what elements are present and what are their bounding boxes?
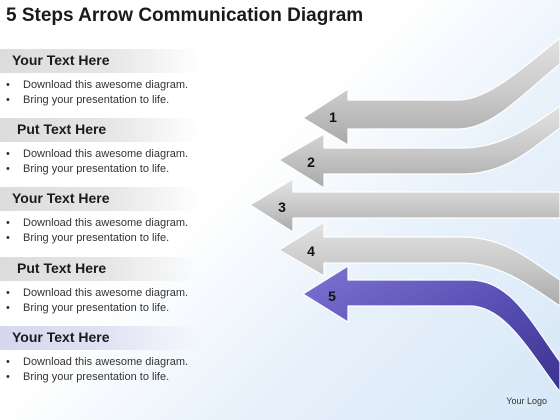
step-title-1: Your Text Here bbox=[12, 52, 110, 68]
bullet-dot: • bbox=[6, 163, 10, 175]
bullet-text: Download this awesome diagram. bbox=[23, 148, 189, 160]
bullet-dot: • bbox=[6, 79, 10, 91]
step-header-5 bbox=[0, 326, 200, 350]
step-2-bullet-1: • Download this awesome diagram. bbox=[6, 148, 188, 160]
arrow-2-shape bbox=[278, 105, 560, 189]
step-5-bullet-2: • Bring your presentation to life. bbox=[6, 371, 169, 383]
bullet-text: Download this awesome diagram. bbox=[23, 287, 189, 299]
arrow-1-number: 1 bbox=[329, 109, 337, 125]
step-3-bullet-2: • Bring your presentation to life. bbox=[6, 232, 169, 244]
bullet-dot: • bbox=[6, 148, 10, 160]
arrow-3-shape bbox=[249, 178, 560, 233]
bullet-text: Download this awesome diagram. bbox=[23, 356, 189, 368]
step-4-bullet-1: • Download this awesome diagram. bbox=[6, 287, 188, 299]
bullet-text: Download this awesome diagram. bbox=[23, 79, 189, 91]
arrow-5: 5 bbox=[302, 265, 560, 393]
step-header-2 bbox=[0, 118, 200, 142]
step-header-3 bbox=[0, 187, 200, 211]
step-header-4 bbox=[0, 257, 200, 281]
step-header-1 bbox=[0, 49, 200, 73]
bullet-dot: • bbox=[6, 371, 10, 383]
bullet-text: Bring your presentation to life. bbox=[23, 163, 170, 175]
arrow-3: 3 bbox=[249, 178, 560, 233]
arrow-3-number: 3 bbox=[278, 199, 286, 215]
step-title-4: Put Text Here bbox=[17, 260, 107, 276]
arrow-5-number: 5 bbox=[328, 288, 336, 304]
arrow-2: 2 bbox=[278, 105, 560, 189]
arrow-4-number: 4 bbox=[307, 243, 315, 259]
arrow-1: 1 bbox=[302, 37, 560, 146]
bullet-dot: • bbox=[6, 287, 10, 299]
step-title-3: Your Text Here bbox=[12, 190, 110, 206]
step-5-bullet-1: • Download this awesome diagram. bbox=[6, 356, 188, 368]
step-title-5: Your Text Here bbox=[12, 329, 110, 345]
step-4-bullet-2: • Bring your presentation to life. bbox=[6, 302, 169, 314]
bullet-text: Bring your presentation to life. bbox=[23, 371, 170, 383]
page-title: 5 Steps Arrow Communication Diagram bbox=[6, 5, 364, 26]
bullet-text: Download this awesome diagram. bbox=[23, 217, 189, 229]
step-1-bullet-1: • Download this awesome diagram. bbox=[6, 79, 188, 91]
step-2-bullet-2: • Bring your presentation to life. bbox=[6, 163, 169, 175]
arrow-4: 4 bbox=[278, 221, 560, 307]
step-title-2: Put Text Here bbox=[17, 121, 107, 137]
arrow-1-shape bbox=[302, 37, 560, 146]
bullet-dot: • bbox=[6, 356, 10, 368]
arrow-4-shape bbox=[278, 221, 560, 307]
bullet-text: Bring your presentation to life. bbox=[23, 94, 170, 106]
arrow-5-shape bbox=[302, 265, 560, 393]
step-1-bullet-2: • Bring your presentation to life. bbox=[6, 94, 169, 106]
arrow-2-number: 2 bbox=[307, 154, 315, 170]
bullet-dot: • bbox=[6, 302, 10, 314]
step-3-bullet-1: • Download this awesome diagram. bbox=[6, 217, 188, 229]
bullet-dot: • bbox=[6, 94, 10, 106]
bullet-text: Bring your presentation to life. bbox=[23, 232, 170, 244]
bullet-dot: • bbox=[6, 232, 10, 244]
logo-placeholder: Your Logo bbox=[506, 396, 547, 406]
bullet-dot: • bbox=[6, 217, 10, 229]
bullet-text: Bring your presentation to life. bbox=[23, 302, 170, 314]
